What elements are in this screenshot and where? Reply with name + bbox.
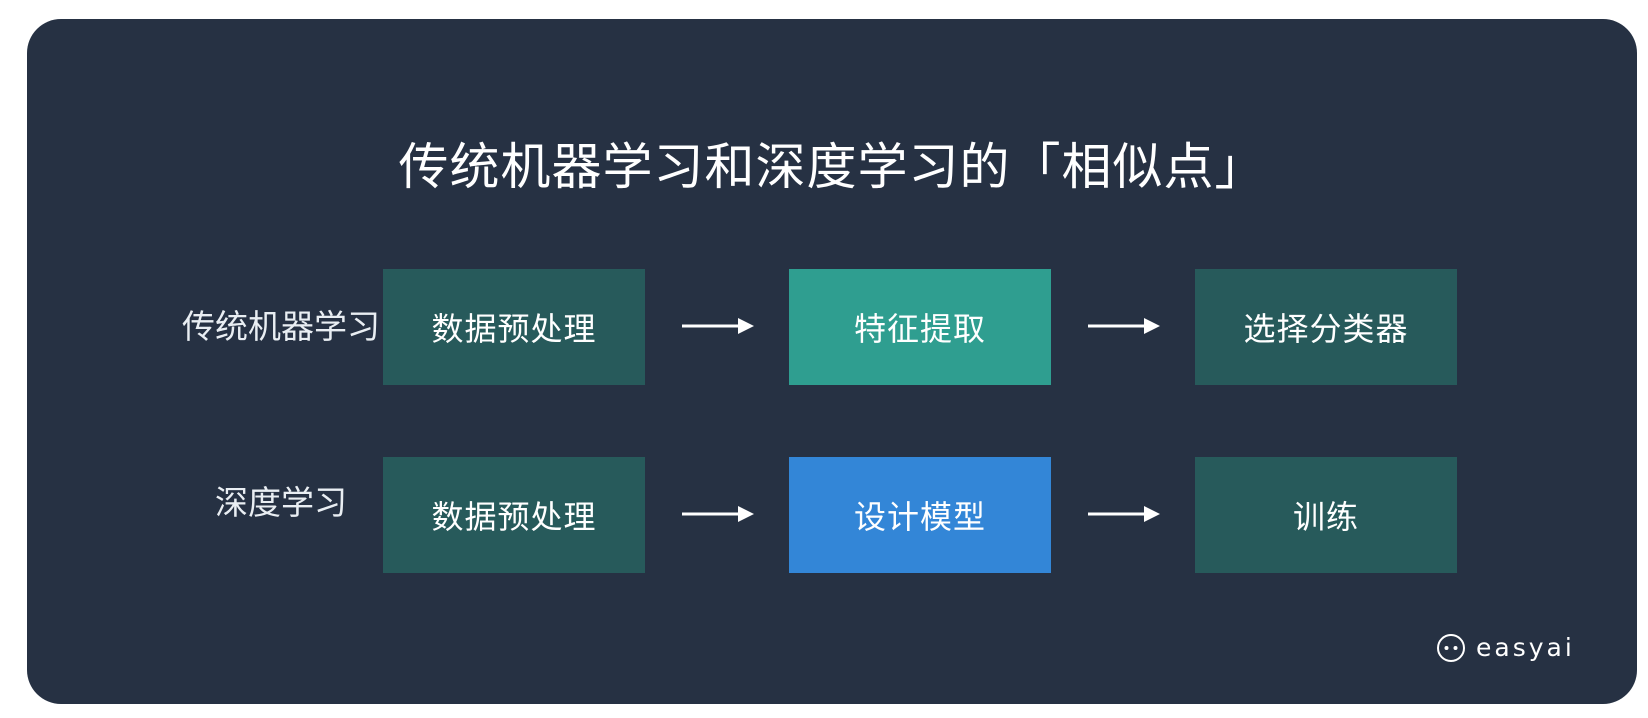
step-box-data-preprocessing-dl: 数据预处理 [383,457,645,573]
step-box-feature-extraction: 特征提取 [789,269,1051,385]
brand-logo: easyai [1436,633,1575,663]
row-label-deep-learning: 深度学习 [215,483,347,522]
step-box-data-preprocessing-ml: 数据预处理 [383,269,645,385]
step-box-select-classifier: 选择分类器 [1195,269,1457,385]
diagram-title: 传统机器学习和深度学习的「相似点」 [398,138,1266,196]
row-label-traditional-ml: 传统机器学习 [182,307,380,346]
arrow-right-icon [1088,318,1160,334]
step-box-design-model: 设计模型 [789,457,1051,573]
arrow-right-icon [1088,506,1160,522]
brand-name: easyai [1476,633,1575,662]
easyai-logo-icon [1437,634,1465,662]
arrow-right-icon [682,318,754,334]
arrow-right-icon [682,506,754,522]
diagram-card: 传统机器学习和深度学习的「相似点」 传统机器学习 数据预处理 特征提取 选择分类… [27,19,1637,704]
step-box-training: 训练 [1195,457,1457,573]
